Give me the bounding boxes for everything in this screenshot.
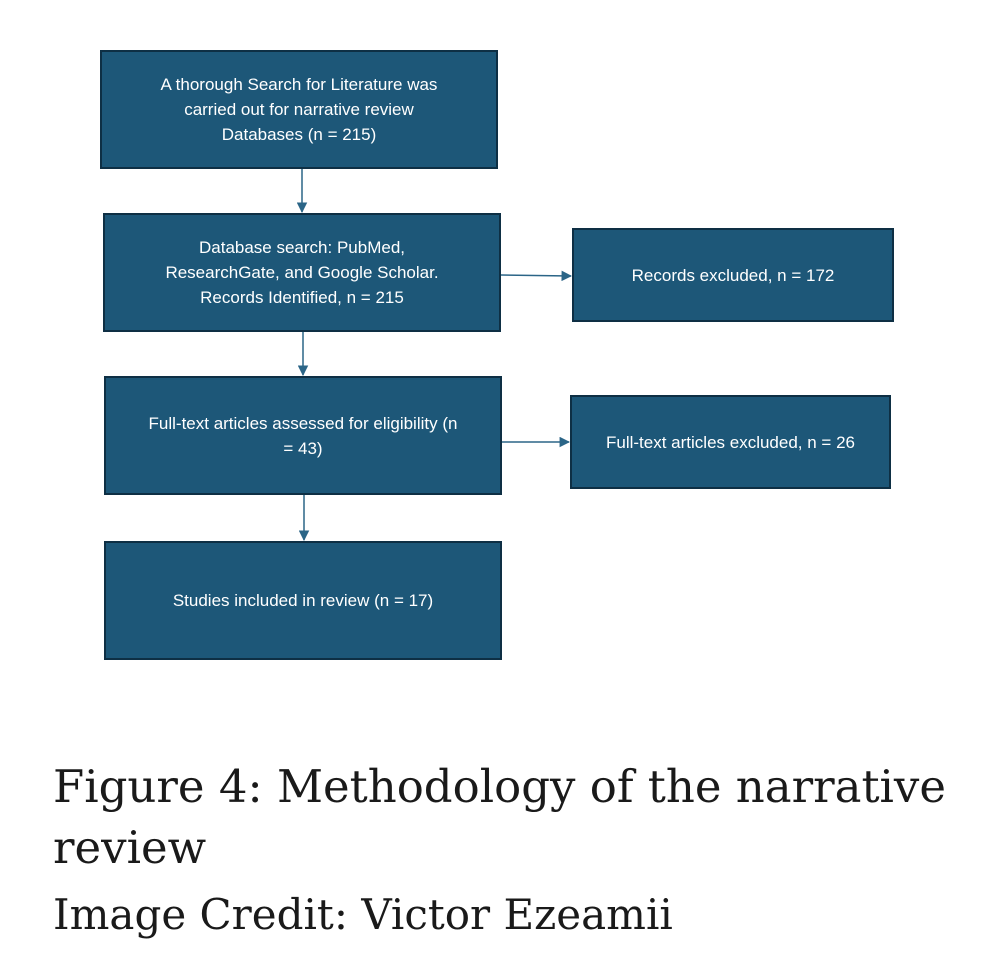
box-literature-search-text: A thorough Search for Literature was car… — [160, 75, 438, 144]
figure-caption-title: Figure 4: Methodology of the narrative r… — [53, 760, 946, 874]
box-studies-included-text: Studies included in review (n = 17) — [172, 591, 434, 610]
box-fulltext-excluded: Full-text articles excluded, n = 26 — [570, 395, 891, 489]
image-credit: Image Credit: Victor Ezeamii — [53, 890, 673, 939]
box-studies-included: Studies included in review (n = 17) — [104, 541, 502, 660]
box-fulltext-excluded-text: Full-text articles excluded, n = 26 — [606, 432, 855, 452]
box-fulltext-assessed: Full-text articles assessed for eligibil… — [104, 376, 502, 495]
box-records-excluded-text: Records excluded, n = 172 — [631, 265, 835, 285]
box-records-excluded: Records excluded, n = 172 — [572, 228, 894, 322]
box-database-search-text: Database search: PubMed, ResearchGate, a… — [165, 238, 439, 307]
box-fulltext-assessed-text: Full-text articles assessed for eligibil… — [148, 413, 458, 458]
arrow-database-to-excluded — [500, 270, 573, 282]
box-database-search: Database search: PubMed, ResearchGate, a… — [103, 213, 501, 332]
box-literature-search: A thorough Search for Literature was car… — [100, 50, 498, 169]
